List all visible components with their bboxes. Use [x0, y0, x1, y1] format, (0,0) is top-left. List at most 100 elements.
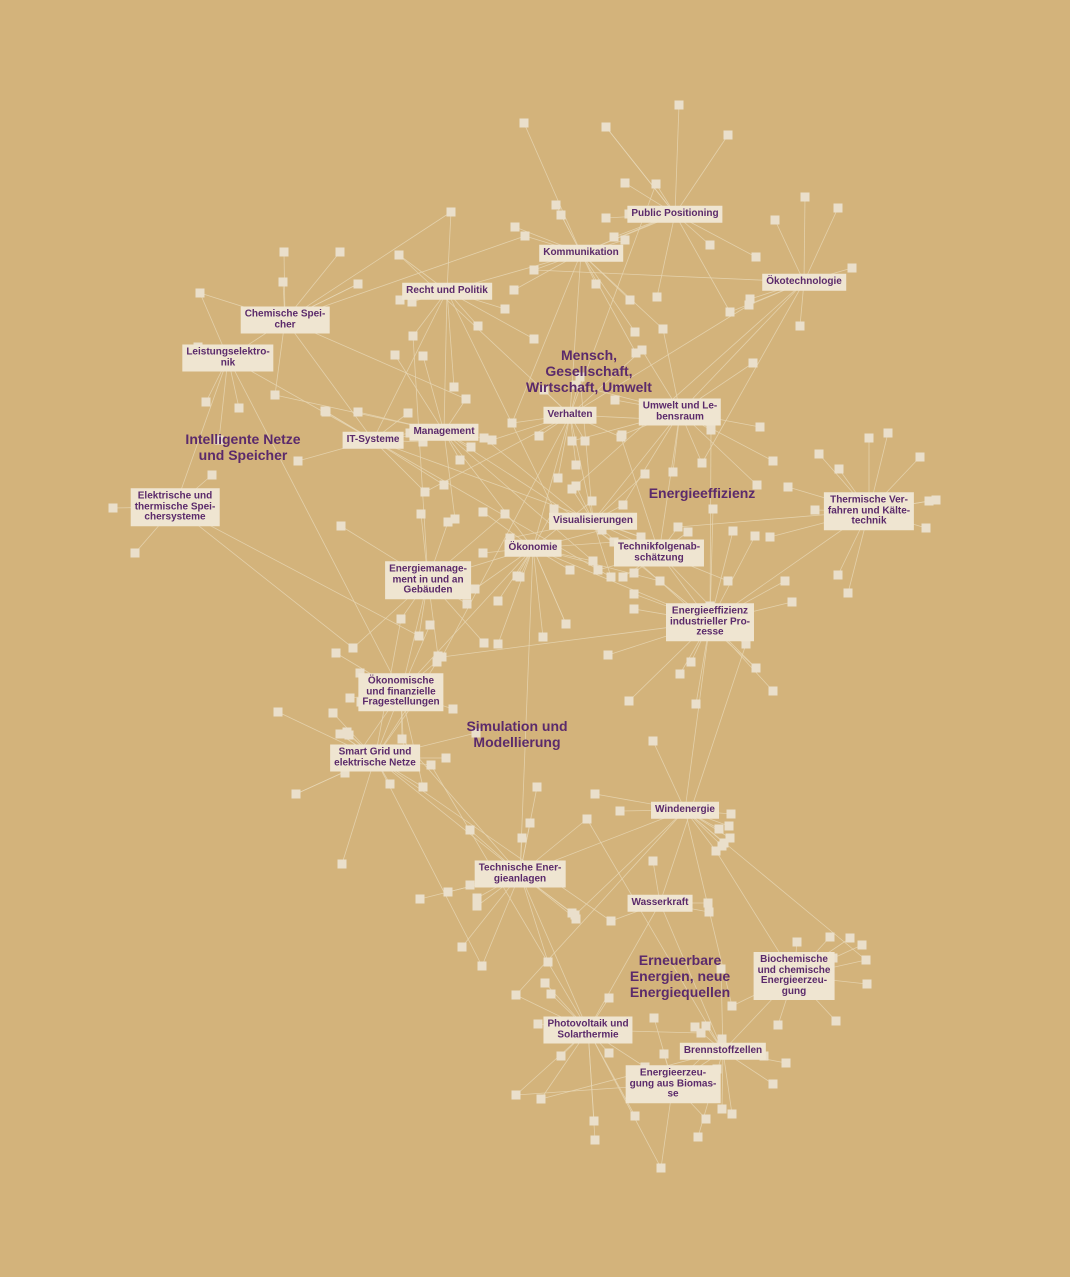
leaf-node[interactable] — [493, 639, 503, 649]
leaf-node[interactable] — [674, 100, 684, 110]
leaf-node[interactable] — [457, 942, 467, 952]
leaf-node[interactable] — [924, 496, 934, 506]
leaf-node[interactable] — [549, 504, 559, 514]
leaf-node[interactable] — [656, 1163, 666, 1173]
leaf-node[interactable] — [472, 901, 482, 911]
leaf-node[interactable] — [717, 1034, 727, 1044]
leaf-node[interactable] — [931, 495, 941, 505]
leaf-node[interactable] — [477, 961, 487, 971]
leaf-node[interactable] — [864, 433, 874, 443]
leaf-node[interactable] — [716, 964, 726, 974]
node-energieeffizienz-industrie[interactable]: Energieeffizienz industrieller Pro- zess… — [665, 603, 755, 641]
leaf-node[interactable] — [686, 657, 696, 667]
leaf-node[interactable] — [690, 1022, 700, 1032]
leaf-node[interactable] — [461, 394, 471, 404]
leaf-node[interactable] — [857, 940, 867, 950]
leaf-node[interactable] — [397, 734, 407, 744]
leaf-node[interactable] — [588, 556, 598, 566]
leaf-node[interactable] — [533, 1019, 543, 1029]
leaf-node[interactable] — [500, 304, 510, 314]
leaf-node[interactable] — [610, 395, 620, 405]
leaf-node[interactable] — [723, 576, 733, 586]
leaf-node[interactable] — [465, 880, 475, 890]
leaf-node[interactable] — [478, 548, 488, 558]
node-umwelt-und-lebensraum[interactable]: Umwelt und Le- bensraum — [638, 398, 722, 426]
leaf-node[interactable] — [723, 130, 733, 140]
leaf-node[interactable] — [843, 588, 853, 598]
leaf-node[interactable] — [705, 240, 715, 250]
leaf-node[interactable] — [845, 933, 855, 943]
leaf-node[interactable] — [597, 525, 607, 535]
leaf-node[interactable] — [336, 521, 346, 531]
leaf-node[interactable] — [353, 407, 363, 417]
leaf-node[interactable] — [655, 576, 665, 586]
leaf-node[interactable] — [683, 527, 693, 537]
leaf-node[interactable] — [507, 418, 517, 428]
leaf-node[interactable] — [337, 859, 347, 869]
node-leistungselektronik[interactable]: Leistungselektro- nik — [182, 344, 274, 372]
leaf-node[interactable] — [701, 1114, 711, 1124]
leaf-node[interactable] — [416, 509, 426, 519]
leaf-node[interactable] — [293, 456, 303, 466]
leaf-node[interactable] — [207, 470, 217, 480]
leaf-node[interactable] — [441, 753, 451, 763]
leaf-node[interactable] — [448, 704, 458, 714]
leaf-node[interactable] — [571, 481, 581, 491]
leaf-node[interactable] — [394, 250, 404, 260]
node-energieerzeugung-biomasse[interactable]: Energieerzeu- gung aus Biomas- se — [625, 1065, 721, 1103]
node-public-positioning[interactable]: Public Positioning — [627, 205, 723, 223]
node-smart-grid[interactable]: Smart Grid und elektrische Netze — [330, 744, 420, 772]
leaf-node[interactable] — [234, 403, 244, 413]
leaf-node[interactable] — [437, 652, 447, 662]
node-oekonomische-fragestellungen[interactable]: Ökonomische und finanzielle Fragestellun… — [358, 673, 444, 711]
leaf-node[interactable] — [473, 321, 483, 331]
leaf-node[interactable] — [450, 514, 460, 524]
leaf-node[interactable] — [714, 824, 724, 834]
leaf-node[interactable] — [472, 893, 482, 903]
leaf-node[interactable] — [795, 321, 805, 331]
leaf-node[interactable] — [214, 435, 224, 445]
leaf-node[interactable] — [556, 210, 566, 220]
leaf-node[interactable] — [727, 1109, 737, 1119]
leaf-node[interactable] — [675, 669, 685, 679]
leaf-node[interactable] — [834, 464, 844, 474]
leaf-node[interactable] — [511, 1090, 521, 1100]
leaf-node[interactable] — [617, 430, 627, 440]
leaf-node[interactable] — [418, 351, 428, 361]
leaf-node[interactable] — [629, 589, 639, 599]
leaf-node[interactable] — [703, 898, 713, 908]
leaf-node[interactable] — [540, 978, 550, 988]
leaf-node[interactable] — [637, 345, 647, 355]
leaf-node[interactable] — [781, 1058, 791, 1068]
leaf-node[interactable] — [418, 437, 428, 447]
leaf-node[interactable] — [470, 584, 480, 594]
leaf-node[interactable] — [195, 288, 205, 298]
leaf-node[interactable] — [478, 507, 488, 517]
leaf-node[interactable] — [696, 1028, 706, 1038]
leaf-node[interactable] — [648, 736, 658, 746]
leaf-node[interactable] — [751, 663, 761, 673]
node-windenergie[interactable]: Windenergie — [651, 801, 719, 819]
leaf-node[interactable] — [706, 425, 716, 435]
leaf-node[interactable] — [744, 300, 754, 310]
leaf-node[interactable] — [130, 548, 140, 558]
leaf-node[interactable] — [629, 604, 639, 614]
leaf-node[interactable] — [591, 279, 601, 289]
leaf-node[interactable] — [279, 247, 289, 257]
leaf-node[interactable] — [883, 428, 893, 438]
leaf-node[interactable] — [589, 1116, 599, 1126]
leaf-node[interactable] — [717, 1104, 727, 1114]
leaf-node[interactable] — [385, 779, 395, 789]
leaf-node[interactable] — [390, 350, 400, 360]
leaf-node[interactable] — [395, 295, 405, 305]
leaf-node[interactable] — [403, 408, 413, 418]
node-brennstoffzellen[interactable]: Brennstoffzellen — [679, 1042, 767, 1060]
leaf-node[interactable] — [624, 696, 634, 706]
leaf-node[interactable] — [344, 730, 354, 740]
leaf-node[interactable] — [590, 789, 600, 799]
leaf-node[interactable] — [328, 708, 338, 718]
leaf-node[interactable] — [439, 480, 449, 490]
leaf-node[interactable] — [449, 382, 459, 392]
leaf-node[interactable] — [291, 789, 301, 799]
node-chemische-speicher[interactable]: Chemische Spei- cher — [240, 306, 330, 334]
